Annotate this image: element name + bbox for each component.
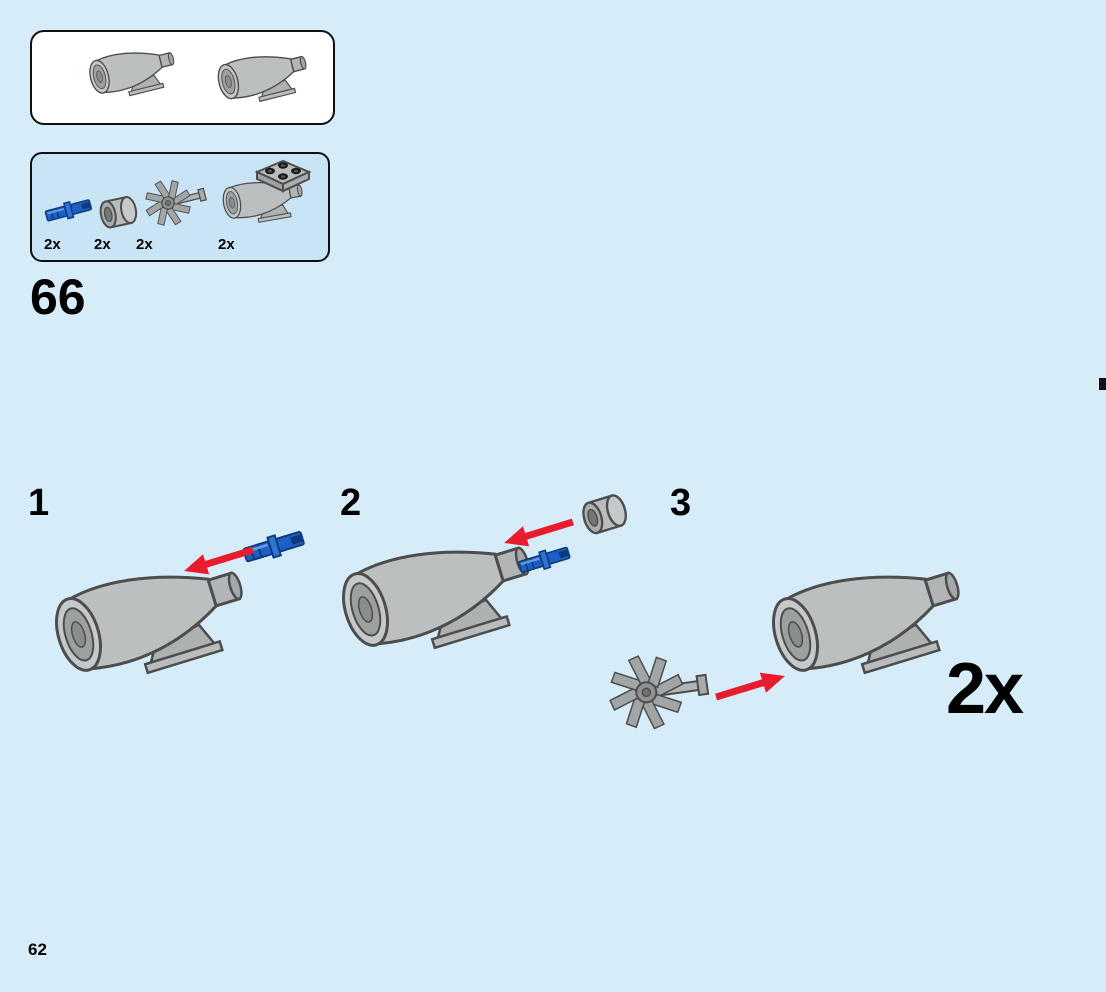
turbine-fan-icon	[603, 646, 713, 736]
assembled-engine-left-icon	[85, 40, 181, 105]
turbine-fan-icon	[139, 170, 211, 232]
page-number: 62	[28, 940, 47, 959]
part-count-round-brick: 2x	[94, 236, 111, 253]
part-count-pin: 2x	[44, 236, 61, 253]
assembly-arrow-icon	[181, 539, 256, 582]
blue-pin-icon	[241, 526, 307, 567]
blue-pin-icon	[516, 543, 572, 577]
part-count-engine-housing: 2x	[218, 236, 235, 253]
assembly-preview-illustration	[85, 40, 313, 111]
engine-nacelle-icon	[763, 545, 976, 697]
part-count-turbine-fan: 2x	[136, 236, 153, 253]
engine-nacelle-icon	[46, 545, 259, 697]
parts-callout-box: 2x 2x 2x 2x	[30, 152, 330, 262]
assembled-engine-right-icon	[214, 43, 313, 111]
substep-2-label: 2	[340, 482, 362, 524]
substep-1-label: 1	[28, 482, 50, 524]
parts-illustration	[43, 156, 327, 232]
assembly-preview-box	[30, 30, 335, 125]
round-brick-icon	[97, 194, 140, 230]
engine-housing-icon	[221, 161, 309, 228]
assembly-arrow-icon	[713, 665, 788, 708]
print-mark	[1099, 378, 1106, 390]
substep-1-illustration	[46, 526, 307, 697]
blue-pin-icon	[43, 196, 94, 225]
assembly-arrow-icon	[501, 511, 576, 554]
step-number: 66	[30, 269, 86, 325]
build-multiplier: 2x	[946, 649, 1024, 729]
engine-nacelle-icon	[333, 520, 546, 672]
substep-3-label: 3	[670, 482, 692, 524]
